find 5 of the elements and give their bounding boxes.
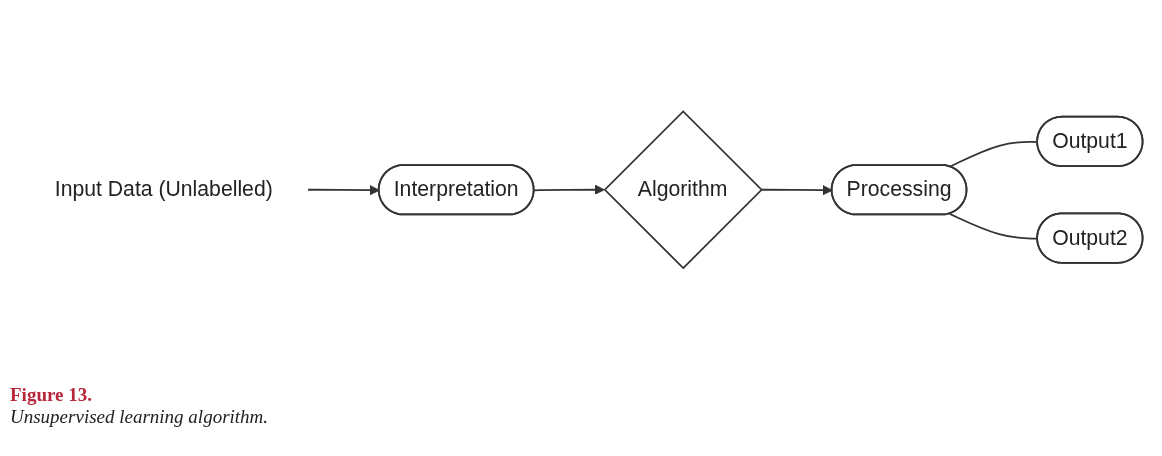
arrow bbox=[533, 184, 605, 196]
node-text: Input Data (Unlabelled) bbox=[54, 177, 273, 202]
caption: Unsupervised learning algorithm. bbox=[10, 406, 269, 428]
node-diamond: Algorithm bbox=[603, 110, 763, 270]
figure-number: Figure 13. bbox=[10, 384, 93, 406]
